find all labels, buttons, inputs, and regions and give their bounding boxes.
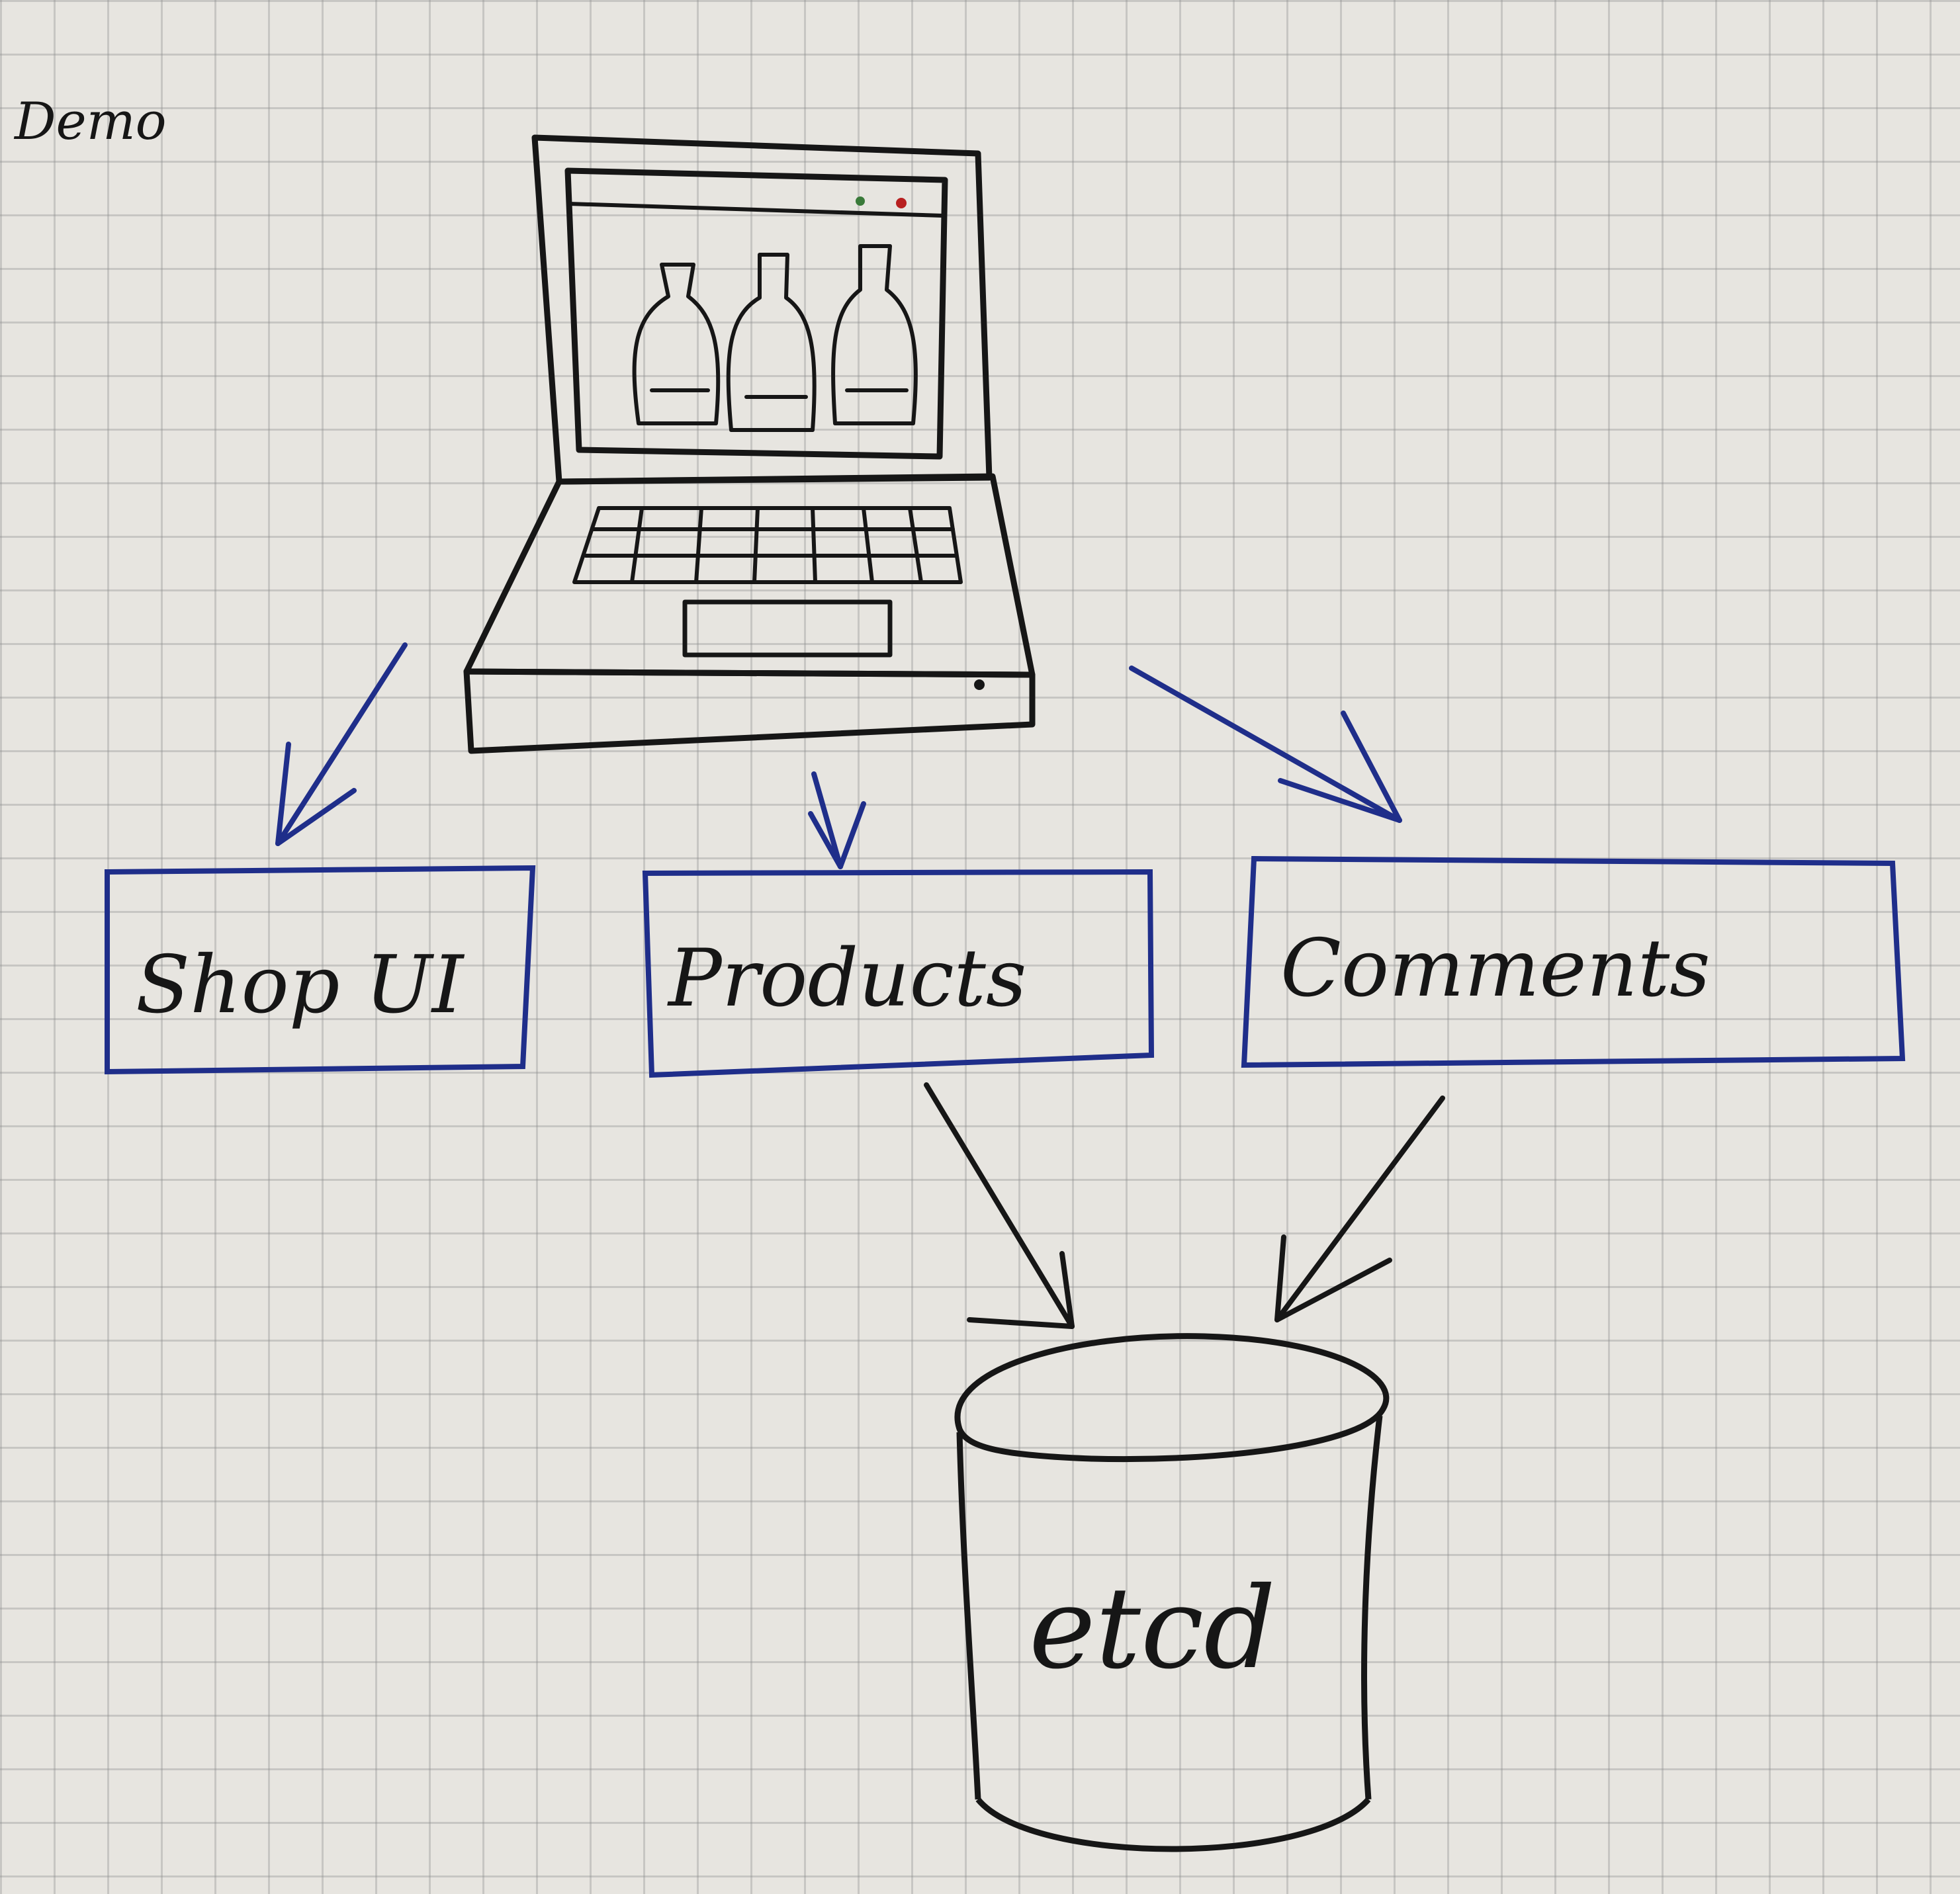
- service-box-shop-ui: Shop UI: [105, 865, 536, 1075]
- laptop-icon: [463, 134, 1036, 754]
- bottles-image: [632, 244, 918, 432]
- arrow-comments-to-etcd: [1274, 1096, 1445, 1322]
- window-button-green: [856, 196, 865, 206]
- touchpad: [682, 599, 893, 658]
- database-label: etcd: [1029, 1563, 1276, 1694]
- service-label: Products: [667, 933, 1026, 1025]
- service-box-products: Products: [642, 869, 1155, 1078]
- arrows-services-to-db: [924, 1082, 1445, 1329]
- keyboard: [572, 506, 963, 584]
- arrow-to-comments: [1129, 666, 1402, 823]
- window-button-red: [896, 198, 907, 208]
- arrow-products-to-etcd: [924, 1082, 1075, 1329]
- arrow-to-products: [811, 771, 843, 869]
- service-box-comments: Comments: [1241, 855, 1906, 1068]
- arrow-to-shop-ui: [275, 642, 408, 846]
- arrows-client-to-services: [275, 642, 1402, 869]
- page-title: Demo: [13, 92, 167, 151]
- database-cylinder: etcd: [954, 1333, 1390, 1852]
- service-label: Comments: [1280, 923, 1711, 1015]
- service-label: Shop UI: [136, 939, 465, 1031]
